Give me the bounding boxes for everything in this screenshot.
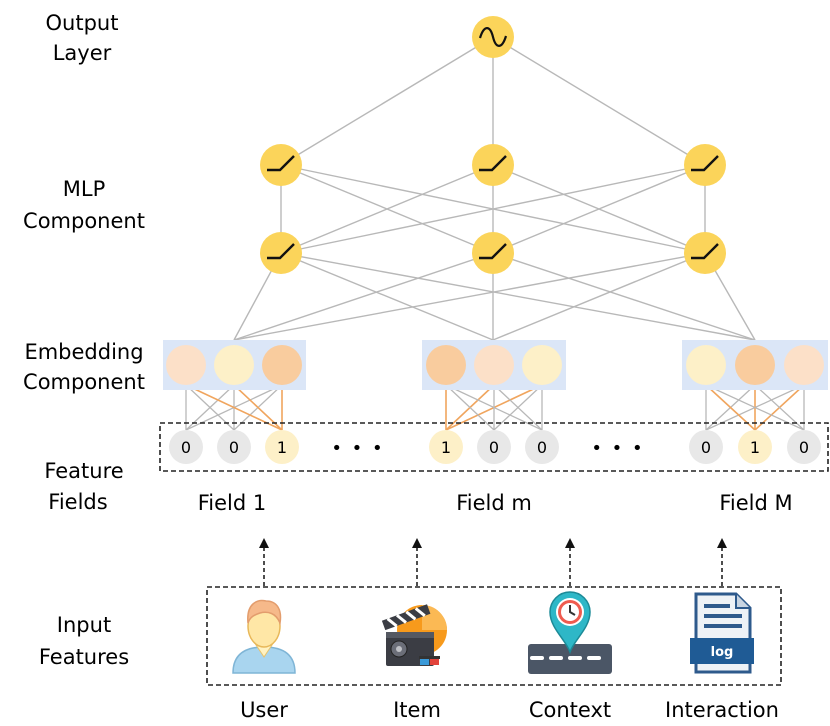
embedding-unit-1-0 xyxy=(426,345,466,385)
edge-h2-2-emb-0 xyxy=(233,252,706,341)
onehot-value-2-2: 0 xyxy=(799,438,809,457)
field-name-m: Field m xyxy=(456,491,532,515)
edge-h1-1-h2-0 xyxy=(280,164,494,254)
input-label-item: Item xyxy=(393,698,441,722)
feature-fields-box xyxy=(159,422,829,472)
output-layer-label-line2: Layer xyxy=(53,41,112,65)
user-icon xyxy=(232,599,296,674)
embedding-unit-2-2 xyxy=(784,345,824,385)
onehot-cell-0-0 xyxy=(169,430,203,464)
input-arrow-head-1 xyxy=(412,538,422,548)
input-arrows xyxy=(259,538,727,586)
mlp-neuron-l1-1 xyxy=(472,144,514,186)
input-arrow-head-2 xyxy=(565,538,575,548)
embedding-vectors xyxy=(166,345,824,385)
embedding-unit-0-1 xyxy=(214,345,254,385)
lookup-edge-1-2-0 xyxy=(445,384,543,431)
location-clock-icon xyxy=(528,591,612,674)
edge-h1-2-h2-1 xyxy=(492,164,706,254)
onehot-cell-1-0 xyxy=(429,430,463,464)
mlp-neurons xyxy=(260,16,726,274)
embedding-unit-1-1 xyxy=(474,345,514,385)
embedding-unit-0-0 xyxy=(166,345,206,385)
ellipsis-2: • • • xyxy=(591,438,644,459)
input-label-interaction: Interaction xyxy=(665,698,779,722)
embedding-unit-2-1 xyxy=(735,345,775,385)
onehot-cell-2-2 xyxy=(787,430,821,464)
edge-h2-1-emb-0 xyxy=(233,252,494,341)
mlp-neuron-l2-2 xyxy=(684,232,726,274)
edge-h1-2-h2-0 xyxy=(280,164,706,254)
mlp-neuron-l1-2-relu-curve xyxy=(691,155,719,172)
mlp-neuron-l2-0 xyxy=(260,232,302,274)
embedding-unit-2-0 xyxy=(686,345,726,385)
edge-output-h1-2 xyxy=(492,36,706,166)
ellipsis-1: • • • xyxy=(331,438,384,459)
onehot-cell-2-1 xyxy=(738,430,772,464)
mlp-neuron-l2-1 xyxy=(472,232,514,274)
onehot-value-0-2: 1 xyxy=(277,438,287,457)
mlp-label-line2: Component xyxy=(23,209,145,233)
movie-clapper-icon xyxy=(381,604,447,666)
onehot-cell-1-2 xyxy=(525,430,559,464)
output-layer-label-line1: Output xyxy=(46,11,119,35)
input-features-label-line2: Features xyxy=(39,645,129,669)
edge-h2-2-emb-1 xyxy=(492,252,706,341)
input-label-context: Context xyxy=(529,698,611,722)
one-hot-encodings: 0 0 1 1 0 0 0 1 0 xyxy=(169,430,821,464)
embedding-label-line2: Component xyxy=(23,370,145,394)
edge-output-h1-0 xyxy=(280,36,494,166)
log-file-icon: log xyxy=(690,592,754,674)
mlp-neuron-l2-1-relu-curve xyxy=(479,243,507,260)
onehot-value-0-0: 0 xyxy=(181,438,191,457)
edge-h2-0-emb-2 xyxy=(280,252,756,341)
lookup-edge-1-2-1 xyxy=(493,384,543,431)
feature-fields-label-line2: Fields xyxy=(48,490,107,514)
onehot-cell-2-0 xyxy=(689,430,723,464)
mlp-neuron-l1-0 xyxy=(260,144,302,186)
mlp-neuron-l1-2 xyxy=(684,144,726,186)
onehot-value-0-1: 0 xyxy=(229,438,239,457)
embedding-label-line1: Embedding xyxy=(24,340,143,364)
edge-h2-1-emb-2 xyxy=(492,252,756,341)
onehot-cell-1-1 xyxy=(477,430,511,464)
input-arrow-head-3 xyxy=(717,538,727,548)
input-arrow-head-0 xyxy=(259,538,269,548)
mlp-neuron-l2-2-relu-curve xyxy=(691,243,719,260)
mlp-neuron-l1-0-relu-curve xyxy=(267,155,295,172)
feature-fields-label-line1: Feature xyxy=(44,459,123,483)
mlp-neuron-l2-0-relu-curve xyxy=(267,243,295,260)
field-name-1: Field 1 xyxy=(198,491,267,515)
onehot-value-2-1: 1 xyxy=(750,438,760,457)
onehot-cell-0-2 xyxy=(265,430,299,464)
onehot-value-1-2: 0 xyxy=(537,438,547,457)
onehot-cell-0-1 xyxy=(217,430,251,464)
output-neuron-sigmoid-curve xyxy=(478,27,508,47)
onehot-value-1-1: 0 xyxy=(489,438,499,457)
log-icon-text: log xyxy=(711,645,734,660)
edge-h2-0-emb-1 xyxy=(280,252,494,341)
input-features-label-line1: Input xyxy=(57,613,111,637)
lookup-edge-1-1-0 xyxy=(445,384,495,431)
embedding-unit-0-2 xyxy=(262,345,302,385)
onehot-value-1-0: 1 xyxy=(441,438,451,457)
embedding-unit-1-2 xyxy=(522,345,562,385)
mlp-neuron-l1-1-relu-curve xyxy=(479,155,507,172)
mlp-label-line1: MLP xyxy=(63,177,105,201)
field-name-M: Field M xyxy=(719,491,792,515)
onehot-value-2-0: 0 xyxy=(701,438,711,457)
input-label-user: User xyxy=(240,698,288,722)
